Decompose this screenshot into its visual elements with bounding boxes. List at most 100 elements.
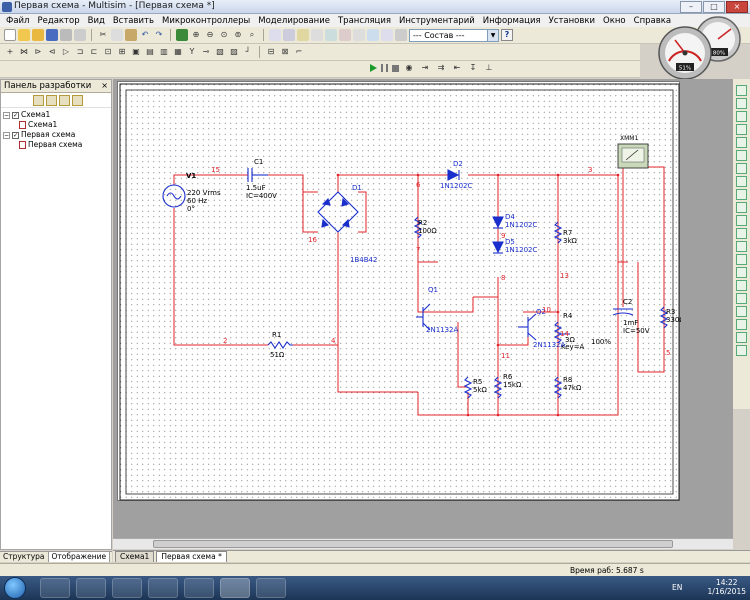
- open-sample-icon[interactable]: [32, 29, 44, 41]
- menu-mcu[interactable]: Микроконтроллеры: [162, 15, 251, 26]
- wire-icon[interactable]: ⌐: [295, 47, 303, 56]
- maximize-button[interactable]: □: [703, 1, 725, 13]
- distortion-analyzer-icon[interactable]: [736, 228, 747, 239]
- d5-symbol[interactable]: [492, 241, 504, 254]
- word-generator-icon[interactable]: [736, 176, 747, 187]
- firefox-taskbar-icon[interactable]: [148, 578, 178, 598]
- new-icon[interactable]: [4, 29, 16, 41]
- diode-icon[interactable]: ⊳: [34, 47, 42, 56]
- transfer-icon[interactable]: [353, 29, 365, 41]
- bode-plotter-icon[interactable]: [736, 150, 747, 161]
- cut-icon[interactable]: ✂: [99, 30, 107, 39]
- r8-symbol[interactable]: [553, 376, 563, 399]
- open-folder-icon[interactable]: [46, 94, 57, 106]
- horizontal-scrollbar[interactable]: [113, 538, 733, 549]
- r7-symbol[interactable]: [553, 221, 563, 244]
- tab-hierarchy[interactable]: Структура: [0, 552, 49, 562]
- collapse-icon[interactable]: −: [3, 111, 10, 119]
- menu-place[interactable]: Вставить: [112, 15, 155, 26]
- mixed-icon[interactable]: ⊞: [118, 47, 126, 56]
- close-icon[interactable]: ×: [101, 81, 108, 90]
- transistor-icon[interactable]: ⊲: [48, 47, 56, 56]
- schematic-sheet[interactable]: V1 220 Vrms 60 Hz 0° C1 1.5uF IC=400V R1…: [117, 81, 681, 501]
- clock[interactable]: 14:22 1/16/2015: [707, 578, 746, 596]
- undo-icon[interactable]: ↶: [141, 30, 149, 39]
- new-page-icon[interactable]: [33, 94, 44, 106]
- rf-icon[interactable]: Y: [189, 47, 195, 56]
- tree-item-schema1-page[interactable]: Схема1: [3, 120, 109, 130]
- netlist-icon[interactable]: ⊟: [267, 47, 275, 56]
- collapse-icon[interactable]: −: [3, 131, 10, 139]
- multimeter-icon[interactable]: [736, 85, 747, 96]
- function-generator-icon[interactable]: [736, 98, 747, 109]
- pause-icon[interactable]: [381, 64, 388, 72]
- list-icon[interactable]: [395, 29, 407, 41]
- menu-help[interactable]: Справка: [633, 15, 672, 26]
- mcu-icon[interactable]: ▧: [216, 47, 224, 56]
- source-icon[interactable]: +: [6, 47, 14, 56]
- paste-icon[interactable]: [125, 29, 137, 41]
- tab-schema1[interactable]: Схема1: [115, 551, 155, 562]
- hierarchical-block-icon[interactable]: ▨: [230, 47, 238, 56]
- component-wizard-icon[interactable]: [311, 29, 323, 41]
- zoom-fit-icon[interactable]: ⊚: [234, 30, 242, 39]
- menu-transfer[interactable]: Трансляция: [337, 15, 391, 26]
- oscilloscope-icon[interactable]: [736, 124, 747, 135]
- frequency-counter-icon[interactable]: [736, 163, 747, 174]
- backannotate-icon[interactable]: [367, 29, 379, 41]
- ttl-icon[interactable]: ⊐: [76, 47, 84, 56]
- explorer-taskbar-icon[interactable]: [76, 578, 106, 598]
- save-page-icon[interactable]: [59, 94, 70, 106]
- fullscreen-icon[interactable]: [176, 29, 188, 41]
- d2-symbol[interactable]: [447, 169, 460, 181]
- language-indicator[interactable]: EN: [672, 583, 683, 592]
- multisim-taskbar-icon[interactable]: [220, 578, 250, 598]
- print-icon[interactable]: [60, 29, 72, 41]
- erc-icon[interactable]: [339, 29, 351, 41]
- agilent-generator-icon[interactable]: [736, 267, 747, 278]
- d1-bridge-symbol[interactable]: [317, 191, 359, 233]
- measurement-probe-icon[interactable]: [736, 319, 747, 330]
- media-taskbar-icon[interactable]: [184, 578, 214, 598]
- utorrent-taskbar-icon[interactable]: [112, 578, 142, 598]
- redo-icon[interactable]: ↷: [155, 30, 163, 39]
- misc-digital-icon[interactable]: ⊡: [104, 47, 112, 56]
- tree-item-first-schema-page[interactable]: Первая схема: [3, 140, 109, 150]
- help-button[interactable]: ?: [501, 29, 513, 41]
- grid-icon[interactable]: ⊠: [281, 47, 289, 56]
- start-button[interactable]: [4, 577, 26, 599]
- ie-taskbar-icon[interactable]: [40, 578, 70, 598]
- indicator-icon[interactable]: ▣: [132, 47, 140, 56]
- r3-symbol[interactable]: [659, 306, 669, 329]
- forward-annotate-icon[interactable]: [381, 29, 393, 41]
- r6-symbol[interactable]: [493, 376, 503, 399]
- tab-visibility[interactable]: Отображение: [48, 552, 111, 562]
- current-probe-icon[interactable]: [736, 345, 747, 356]
- zoom-in-icon[interactable]: ⊕: [192, 30, 200, 39]
- step-into-icon[interactable]: ⇥: [421, 63, 429, 72]
- r4-potentiometer-symbol[interactable]: [553, 321, 563, 344]
- misc-icon[interactable]: ▥: [160, 47, 168, 56]
- run-icon[interactable]: [370, 64, 377, 72]
- step-icon[interactable]: ◉: [405, 63, 413, 72]
- tree-item-schema1[interactable]: − ✓ Схема1: [3, 110, 51, 119]
- cmos-icon[interactable]: ⊏: [90, 47, 98, 56]
- bus-icon[interactable]: ┘: [245, 47, 251, 56]
- tree-item-first-schema[interactable]: − ✓ Первая схема: [3, 130, 76, 139]
- electromech-icon[interactable]: ⊸: [202, 47, 210, 56]
- menu-options[interactable]: Установки: [548, 15, 596, 26]
- grapher-icon[interactable]: [269, 29, 281, 41]
- menu-tools[interactable]: Инструментарий: [398, 15, 475, 26]
- postprocessor-icon[interactable]: [325, 29, 337, 41]
- four-channel-oscilloscope-icon[interactable]: [736, 137, 747, 148]
- close-button[interactable]: ×: [726, 1, 748, 13]
- menu-reports[interactable]: Информация: [482, 15, 541, 26]
- agilent-oscilloscope-icon[interactable]: [736, 293, 747, 304]
- stop-icon[interactable]: [392, 64, 399, 72]
- v1-source-symbol[interactable]: [162, 184, 186, 208]
- r2-symbol[interactable]: [413, 216, 423, 239]
- document-taskbar-icon[interactable]: [256, 578, 286, 598]
- network-analyzer-icon[interactable]: [736, 254, 747, 265]
- database-icon[interactable]: [297, 29, 309, 41]
- tektronix-oscilloscope-icon[interactable]: [736, 306, 747, 317]
